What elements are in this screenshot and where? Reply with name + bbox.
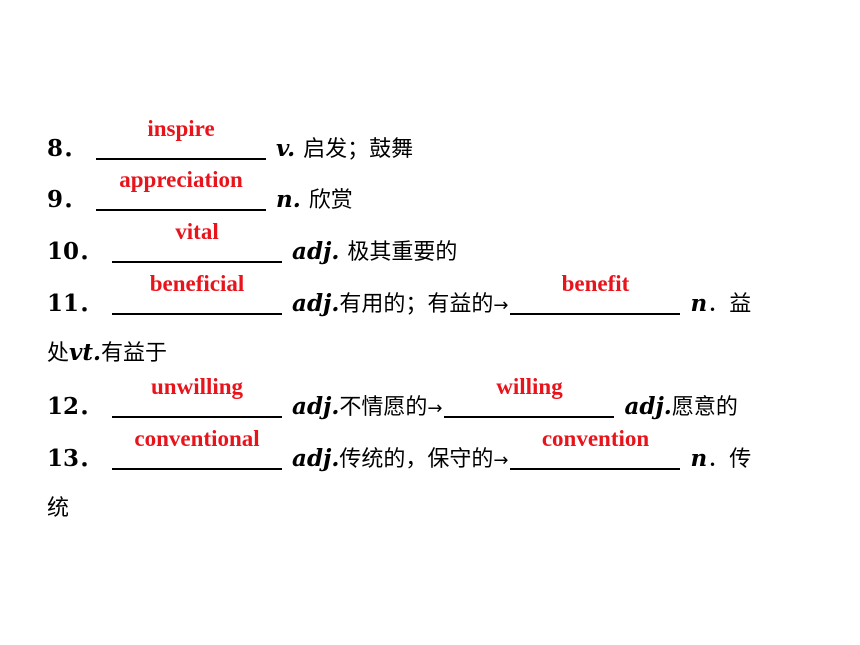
answer-text: appreciation bbox=[119, 167, 243, 192]
answer-blank[interactable]: beneficial bbox=[112, 271, 283, 315]
meaning: 不情愿的 bbox=[339, 395, 428, 420]
part-of-speech-3: vt. bbox=[69, 339, 102, 366]
answer-blank[interactable]: conventional bbox=[112, 426, 283, 470]
part-of-speech: v. bbox=[276, 135, 296, 162]
meaning-2-part-a: ．益 bbox=[707, 292, 752, 317]
part-of-speech: adj. bbox=[292, 393, 340, 420]
meaning: 欣赏 bbox=[308, 188, 353, 213]
item-9: 9． appreciation n. 欣赏 bbox=[47, 167, 353, 216]
item-13: 13． conventional adj.传统的，保守的→ convention… bbox=[47, 426, 752, 476]
arrow-icon: → bbox=[427, 398, 443, 419]
meaning-3: 有益于 bbox=[101, 341, 168, 366]
item-number: 11． bbox=[47, 290, 103, 317]
answer-blank-2[interactable]: benefit bbox=[510, 271, 681, 315]
answer-text: beneficial bbox=[149, 271, 245, 296]
part-of-speech: adj. bbox=[292, 445, 340, 472]
arrow-icon: → bbox=[493, 295, 509, 316]
item-11-continued: 处vt.有益于 bbox=[47, 338, 167, 369]
meaning-2-part-a: ．传 bbox=[707, 447, 752, 472]
item-12: 12． unwilling adj.不情愿的→ willing adj.愿意的 bbox=[47, 374, 738, 424]
answer-text-2: willing bbox=[496, 374, 563, 399]
meaning: 有用的；有益的 bbox=[339, 292, 494, 317]
answer-blank[interactable]: unwilling bbox=[112, 374, 283, 418]
answer-text-2: convention bbox=[541, 426, 650, 451]
answer-blank[interactable]: inspire bbox=[96, 116, 267, 160]
meaning-2-part-b: 统 bbox=[47, 496, 70, 521]
item-number: 9． bbox=[47, 186, 87, 213]
meaning-2: 愿意的 bbox=[671, 395, 738, 420]
item-8: 8． inspire v. 启发；鼓舞 bbox=[47, 116, 414, 165]
answer-blank-2[interactable]: willing bbox=[444, 374, 615, 418]
item-number: 8． bbox=[47, 135, 87, 162]
meaning-2-part-b: 处 bbox=[47, 341, 70, 366]
answer-text-2: benefit bbox=[561, 271, 630, 296]
answer-text: unwilling bbox=[151, 374, 244, 399]
part-of-speech: adj. bbox=[292, 238, 340, 265]
arrow-icon: → bbox=[493, 450, 509, 471]
meaning: 启发；鼓舞 bbox=[303, 137, 414, 162]
answer-text: conventional bbox=[134, 426, 260, 451]
answer-blank[interactable]: vital bbox=[112, 219, 283, 263]
item-number: 13． bbox=[47, 445, 103, 472]
item-number: 12． bbox=[47, 393, 103, 420]
item-13-continued: 统 bbox=[47, 493, 69, 524]
part-of-speech-2: adj. bbox=[624, 393, 672, 420]
meaning: 极其重要的 bbox=[347, 240, 458, 265]
answer-text: vital bbox=[175, 219, 219, 244]
part-of-speech: n. bbox=[276, 186, 301, 213]
answer-blank[interactable]: appreciation bbox=[96, 167, 267, 211]
part-of-speech-2: n bbox=[690, 290, 708, 317]
answer-blank-2[interactable]: convention bbox=[510, 426, 681, 470]
meaning: 传统的，保守的 bbox=[339, 447, 494, 472]
part-of-speech: adj. bbox=[292, 290, 340, 317]
item-10: 10． vital adj. 极其重要的 bbox=[47, 219, 458, 268]
answer-text: inspire bbox=[147, 116, 215, 141]
item-11: 11． beneficial adj.有用的；有益的→ benefit n．益 bbox=[47, 271, 752, 321]
item-number: 10． bbox=[47, 238, 103, 265]
part-of-speech-2: n bbox=[690, 445, 708, 472]
